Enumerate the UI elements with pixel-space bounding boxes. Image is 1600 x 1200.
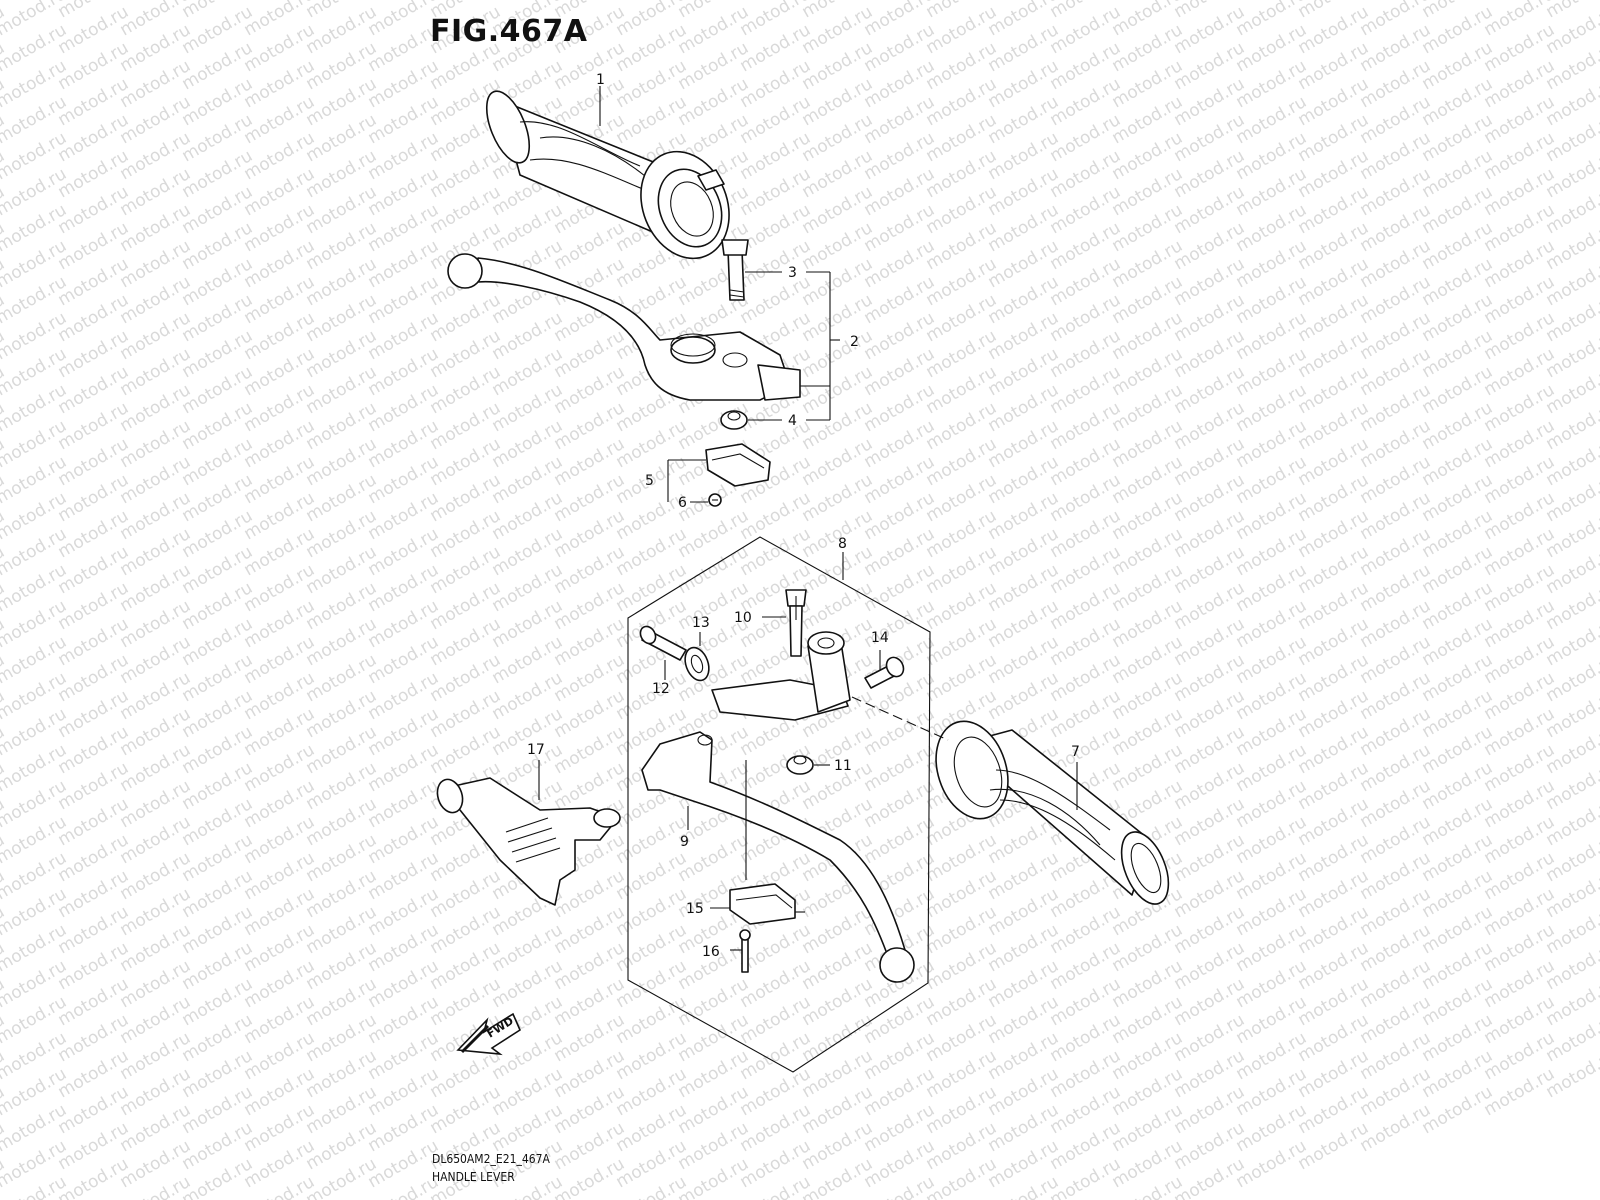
part-4-nut[interactable]: [720, 410, 748, 430]
part-2-clutch-lever-assembly[interactable]: [447, 253, 801, 401]
callout-1[interactable]: 1: [596, 72, 605, 88]
part-5-clutch-switch[interactable]: [705, 443, 771, 487]
callout-labels: 1 2 3 4 5 6 7 8 9 10 11 12 13 14 15 16 1…: [527, 72, 1080, 960]
callout-9[interactable]: 9: [680, 834, 689, 850]
part-8-brake-lever-assembly-frame[interactable]: [627, 536, 931, 1073]
callout-7[interactable]: 7: [1071, 744, 1080, 760]
callout-5[interactable]: 5: [645, 473, 654, 489]
fwd-arrow-icon: FWD: [456, 1012, 522, 1056]
lower-leader-lines: [538, 596, 1078, 951]
upper-leader-lines: [599, 86, 840, 503]
callout-15[interactable]: 15: [686, 901, 704, 917]
callout-6[interactable]: 6: [678, 495, 687, 511]
callout-4[interactable]: 4: [788, 413, 797, 429]
part-6-screw[interactable]: [708, 493, 722, 507]
figure-title: FIG.467A: [430, 14, 588, 49]
callout-8[interactable]: 8: [838, 536, 847, 552]
diagram-code: DL650AM2_E21_467A: [432, 1152, 550, 1166]
part-15-front-brake-switch[interactable]: [729, 883, 805, 925]
callout-14[interactable]: 14: [871, 630, 889, 646]
callout-12[interactable]: 12: [652, 681, 670, 697]
part-17-lever-guard[interactable]: [433, 776, 621, 906]
part-12-screw[interactable]: [637, 624, 687, 661]
part-1-throttle-grip[interactable]: [478, 85, 745, 271]
part-13-spring[interactable]: [681, 644, 713, 683]
part-11-nut[interactable]: [786, 755, 814, 775]
callout-10[interactable]: 10: [734, 610, 752, 626]
callout-16[interactable]: 16: [702, 944, 720, 960]
callout-2[interactable]: 2: [850, 334, 859, 350]
part-8-lever-holder[interactable]: [711, 631, 851, 721]
part-16-screw[interactable]: [739, 929, 751, 973]
part-9-brake-lever[interactable]: [641, 731, 915, 983]
diagram-name: HANDLE LEVER: [432, 1170, 515, 1184]
part-7-handlebar-grip[interactable]: [924, 712, 1178, 911]
part-3-pivot-bolt[interactable]: [721, 239, 749, 301]
callout-3[interactable]: 3: [788, 265, 797, 281]
part-14-bolt[interactable]: [864, 654, 907, 689]
callout-17[interactable]: 17: [527, 742, 545, 758]
callout-11[interactable]: 11: [834, 758, 852, 774]
callout-13[interactable]: 13: [692, 615, 710, 631]
